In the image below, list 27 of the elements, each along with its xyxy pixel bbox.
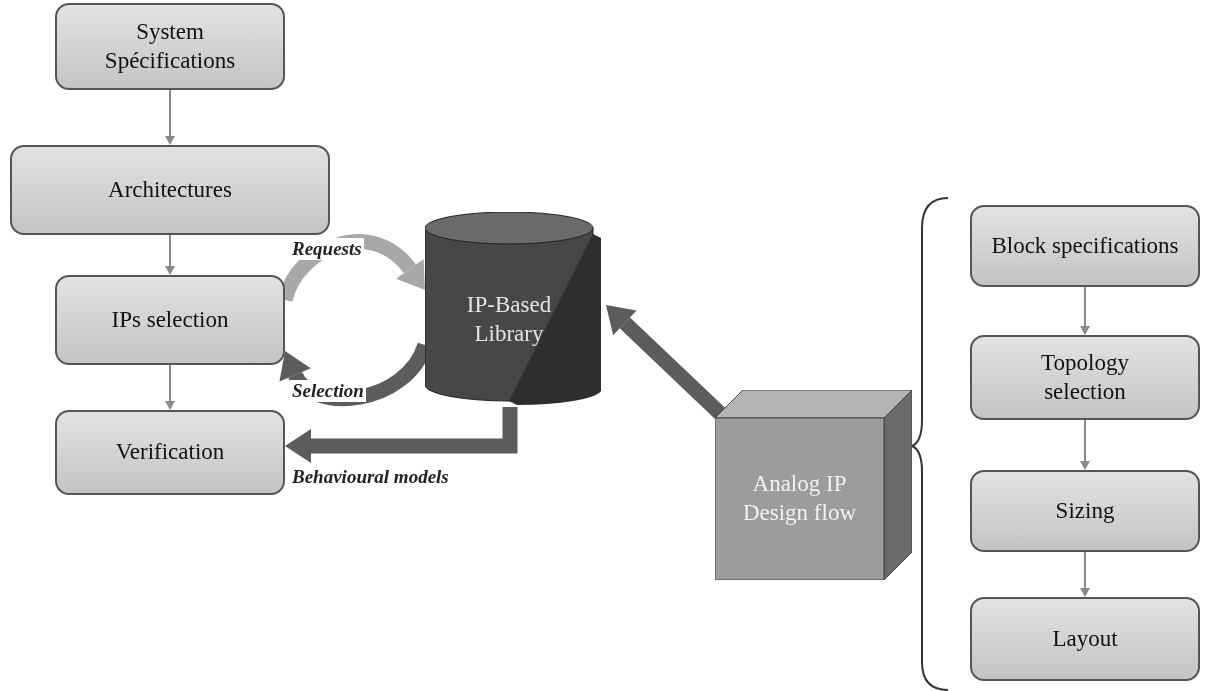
process-box [970, 335, 1200, 420]
process-box [970, 597, 1200, 681]
node-label: System Spécifications [103, 17, 237, 75]
node-label: Analog IP Design flow [741, 470, 858, 527]
node-label: Sizing [1055, 496, 1115, 525]
edge-label: Requests [290, 238, 364, 260]
node-label: Block specifications [991, 231, 1179, 260]
node-label: Verification [115, 438, 225, 467]
node-label: Layout [1052, 624, 1118, 653]
process-box [55, 410, 285, 495]
arrow [1080, 551, 1090, 597]
node-label: IPs selection [111, 305, 229, 334]
arrow [1080, 286, 1090, 335]
arrow [165, 89, 175, 145]
process-box [55, 3, 285, 90]
arrow [1080, 419, 1090, 470]
node-label: Architectures [108, 175, 232, 204]
process-box [970, 205, 1200, 287]
arrow [165, 364, 175, 410]
arrow [165, 234, 175, 275]
process-box [970, 470, 1200, 552]
node-label: IP-Based Library [465, 290, 553, 348]
block-arrow [285, 407, 518, 463]
process-box [10, 145, 330, 235]
edge-label: Selection [290, 380, 366, 402]
process-box [55, 275, 285, 365]
node-label: Topology selection [1040, 348, 1130, 406]
